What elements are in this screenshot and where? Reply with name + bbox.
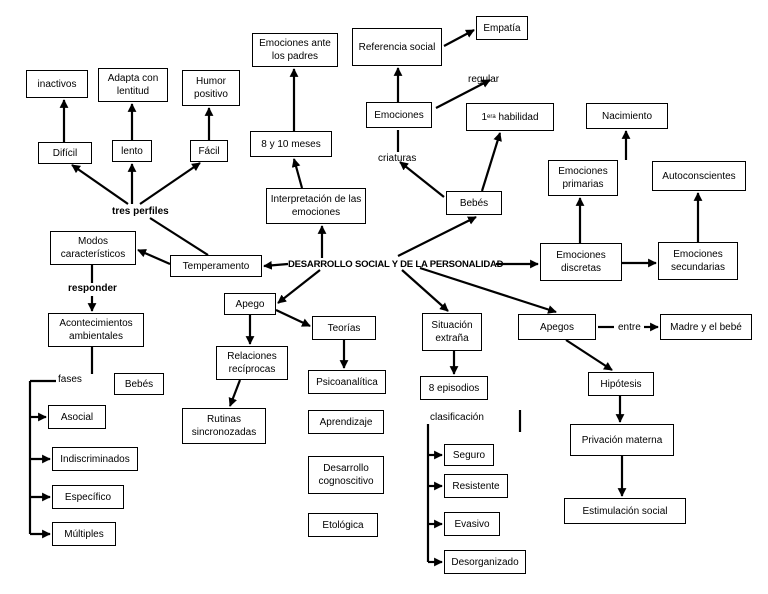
node-teorias: Teorías	[312, 316, 376, 340]
edge-center-apegos	[419, 266, 557, 314]
label-entre: entre	[618, 322, 641, 333]
edge-temperamento-modos	[137, 248, 171, 266]
node-hipotesis: Hipótesis	[588, 372, 654, 396]
edge-center-bebes	[397, 216, 477, 257]
node-facil: Fácil	[190, 140, 228, 162]
node-etologica: Etológica	[308, 513, 378, 537]
edge-center-situacion	[401, 269, 449, 312]
node-autoconscientes: Autoconscientes	[652, 161, 746, 191]
node-empatia: Empatía	[476, 16, 528, 40]
node-bebes-left: Bebés	[114, 373, 164, 395]
edge-tresperfiles-facil	[139, 162, 201, 205]
node-acontecimientos-ambientales: Acontecimientos ambientales	[48, 313, 144, 347]
node-lento: lento	[112, 140, 152, 162]
node-humor-positivo: Humor positivo	[182, 70, 240, 106]
node-emociones: Emociones	[366, 102, 432, 128]
edge-interpretacion-8y10	[291, 158, 304, 189]
node-aprendizaje: Aprendizaje	[308, 410, 384, 434]
label-clasificacion: clasificación	[430, 412, 484, 423]
edge-temperamento-tresperfiles	[149, 217, 209, 256]
node-bebes-top: Bebés	[446, 191, 502, 215]
node-apegos: Apegos	[518, 314, 596, 340]
node-evasivo: Evasivo	[444, 512, 500, 536]
central-topic: DESARROLLO SOCIAL Y DE LA PERSONALIDAD	[288, 259, 504, 270]
node-situacion-extrana: Situación extraña	[422, 313, 482, 351]
node-indiscriminados: Indiscriminados	[52, 447, 138, 471]
node-emociones-secundarias: Emociones secundarias	[658, 242, 738, 280]
edge-bebes-habilidad	[480, 132, 502, 192]
node-inactivos: inactivos	[26, 70, 88, 98]
node-resistente: Resistente	[444, 474, 508, 498]
node-modos-caracteristicos: Modos característicos	[50, 231, 136, 265]
node-estimulacion-social: Estimulación social	[564, 498, 686, 524]
edge-bebes-emociones	[399, 161, 445, 198]
edge-relaciones-rutinas	[228, 379, 242, 407]
edge-emociones-regular	[435, 79, 491, 109]
node-interpretacion-emociones: Interpretación de las emociones	[266, 188, 366, 224]
node-8-y-10-meses: 8 y 10 meses	[250, 131, 332, 157]
node-rutinas-sincronozadas: Rutinas sincronozadas	[182, 408, 266, 444]
edge-tresperfiles-dificil	[71, 164, 129, 205]
label-fases: fases	[58, 374, 82, 385]
label-responder: responder	[68, 283, 117, 294]
edge-center-apego	[277, 269, 321, 304]
primera-habilidad-text: habilidad	[495, 111, 539, 123]
node-referencia-social: Referencia social	[352, 28, 442, 66]
node-especifico: Específico	[52, 485, 124, 509]
node-desarrollo-cognoscitivo: Desarrollo cognoscitivo	[308, 456, 384, 494]
node-emociones-ante-los-padres: Emociones ante los padres	[252, 33, 338, 67]
node-emociones-discretas: Emociones discretas	[540, 243, 622, 281]
node-privacion-materna: Privación materna	[570, 424, 674, 456]
edge-referencia-empatia	[443, 29, 475, 47]
node-nacimiento: Nacimiento	[586, 103, 668, 129]
edge-apegos-hipotesis	[565, 339, 613, 371]
node-asocial: Asocial	[48, 405, 106, 429]
primera-habilidad-num: 1	[481, 111, 488, 123]
node-desorganizado: Desorganizado	[444, 550, 526, 574]
node-psicoanalitica: Psicoanalítica	[308, 370, 386, 394]
node-8-episodios: 8 episodios	[420, 376, 488, 400]
node-emociones-primarias: Emociones primarias	[548, 160, 618, 196]
node-apego: Apego	[224, 293, 276, 315]
primera-habilidad-sup: era	[487, 114, 496, 120]
edge-center-temperamento	[263, 260, 289, 270]
label-regular: regular	[468, 74, 500, 85]
node-dificil: Difícil	[38, 142, 92, 164]
node-multiples: Múltiples	[52, 522, 116, 546]
node-seguro: Seguro	[444, 444, 494, 466]
node-temperamento: Temperamento	[170, 255, 262, 277]
node-madre-y-el-bebe: Madre y el bebé	[660, 314, 752, 340]
edge-apego-teorias	[275, 309, 311, 327]
node-adapta-con-lentitud: Adapta con lentitud	[98, 68, 168, 102]
label-tres-perfiles: tres perfiles	[112, 206, 169, 217]
label-criaturas: criaturas	[378, 153, 417, 164]
node-relaciones-reciprocas: Relaciones recíprocas	[216, 346, 288, 380]
